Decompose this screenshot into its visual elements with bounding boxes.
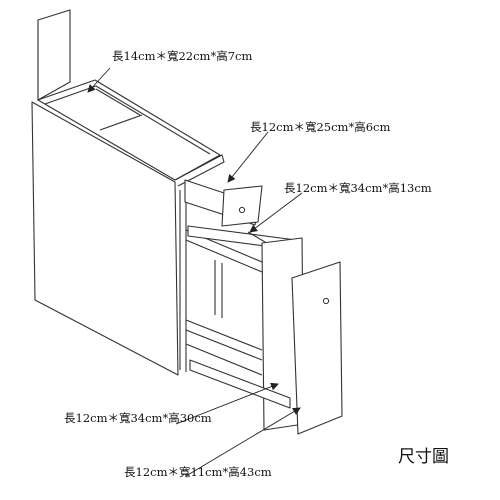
lower-shelf	[189, 359, 291, 409]
dimension-label-lower-shelf: 長12cm＊寬34cm*高30cm	[64, 411, 212, 425]
side-door-knob	[322, 297, 330, 305]
dimension-label-side-door: 長12cm＊寬11cm*高43cm	[124, 465, 272, 479]
drawer-knob	[238, 206, 246, 214]
leader-upper-shelf	[249, 192, 303, 233]
side-door-edge	[291, 261, 343, 435]
cabinet-side-panel	[31, 101, 179, 376]
leader-side-door	[185, 407, 301, 477]
leader-lines	[87, 67, 303, 477]
diagram-caption: 尺寸圖	[398, 447, 449, 467]
leader-top-compartment	[87, 67, 111, 93]
drawer-face	[221, 185, 263, 227]
cabinet-drawing	[31, 9, 343, 435]
dimension-label-top-compartment: 長14cm＊寬22cm*高7cm	[112, 49, 252, 63]
open-lid	[37, 9, 71, 101]
dimension-label-upper-shelf: 長12cm＊寬34cm*高13cm	[284, 181, 432, 195]
leader-drawer	[227, 131, 269, 183]
dimension-label-drawer: 長12cm＊寬25cm*高6cm	[250, 120, 390, 134]
top-compartment	[37, 79, 221, 181]
leader-lower-shelf	[175, 382, 279, 425]
